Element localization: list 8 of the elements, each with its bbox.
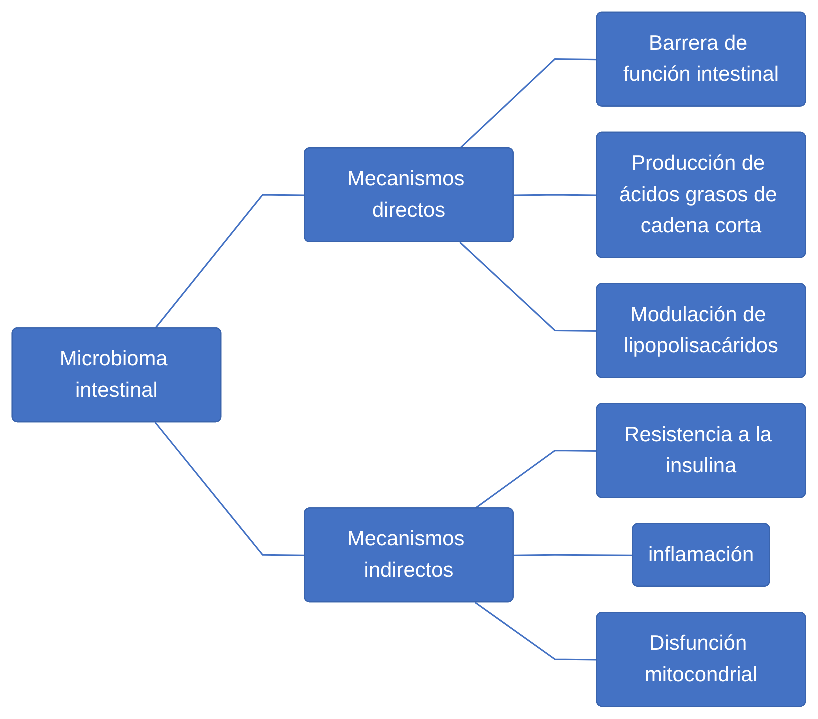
connector <box>514 194 598 196</box>
connector <box>474 450 598 510</box>
connector <box>154 422 306 556</box>
connector <box>460 58 598 150</box>
connector <box>460 242 598 332</box>
connector <box>474 602 598 661</box>
connector <box>514 554 634 556</box>
connector <box>154 194 306 330</box>
